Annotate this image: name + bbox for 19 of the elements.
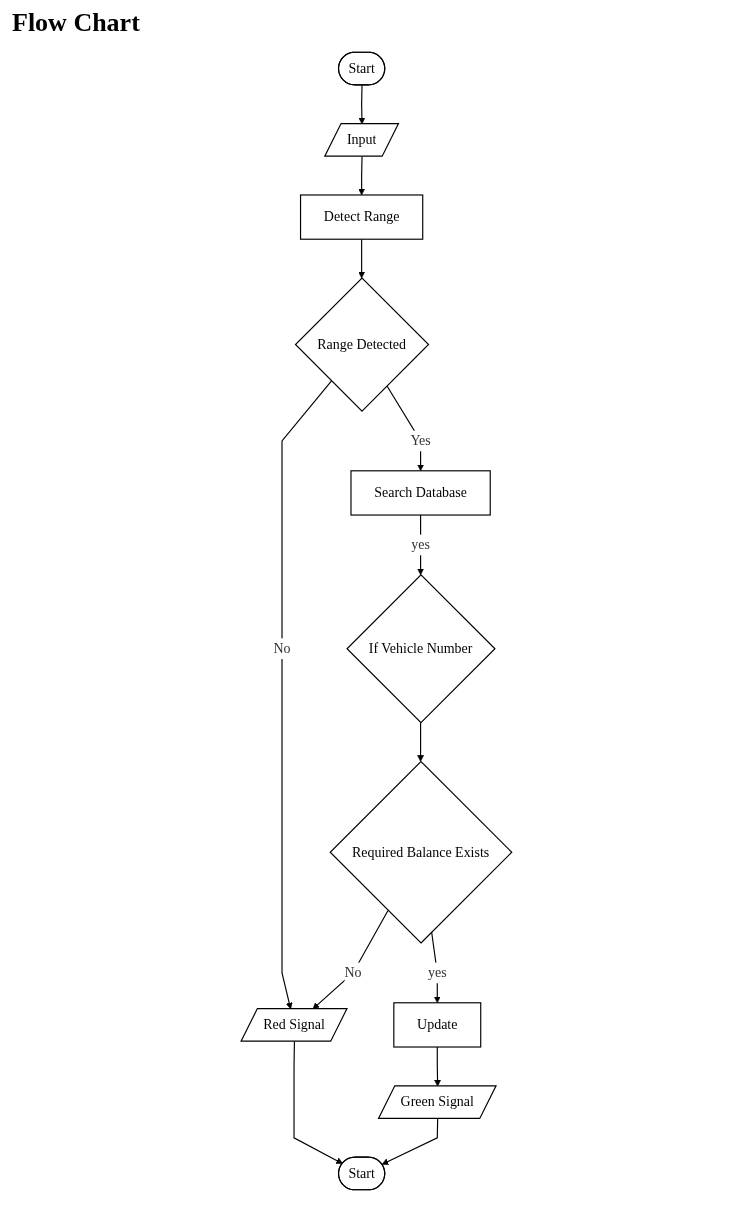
arrow [417, 722, 425, 762]
node-diamond: Required Balance Exists [329, 760, 513, 944]
edge-label: yes [411, 536, 430, 553]
edge-label: No [344, 964, 362, 981]
arrow [381, 1118, 439, 1165]
edge-label: Yes [410, 432, 431, 449]
diagram-title: Flow Chart [12, 8, 141, 38]
arrow [293, 1041, 343, 1164]
arrow [358, 156, 366, 196]
arrow [358, 238, 366, 279]
node-diamond: If Vehicle Number [346, 573, 496, 724]
node-box: Detect Range [300, 194, 424, 240]
edge-label: yes [428, 964, 447, 981]
node-box: Search Database [350, 470, 491, 516]
arrow [386, 385, 425, 472]
arrow [417, 514, 425, 576]
node-diamond: Range Detected [294, 277, 430, 412]
edge-label: No [273, 640, 291, 657]
node-box: Update [393, 1002, 482, 1048]
